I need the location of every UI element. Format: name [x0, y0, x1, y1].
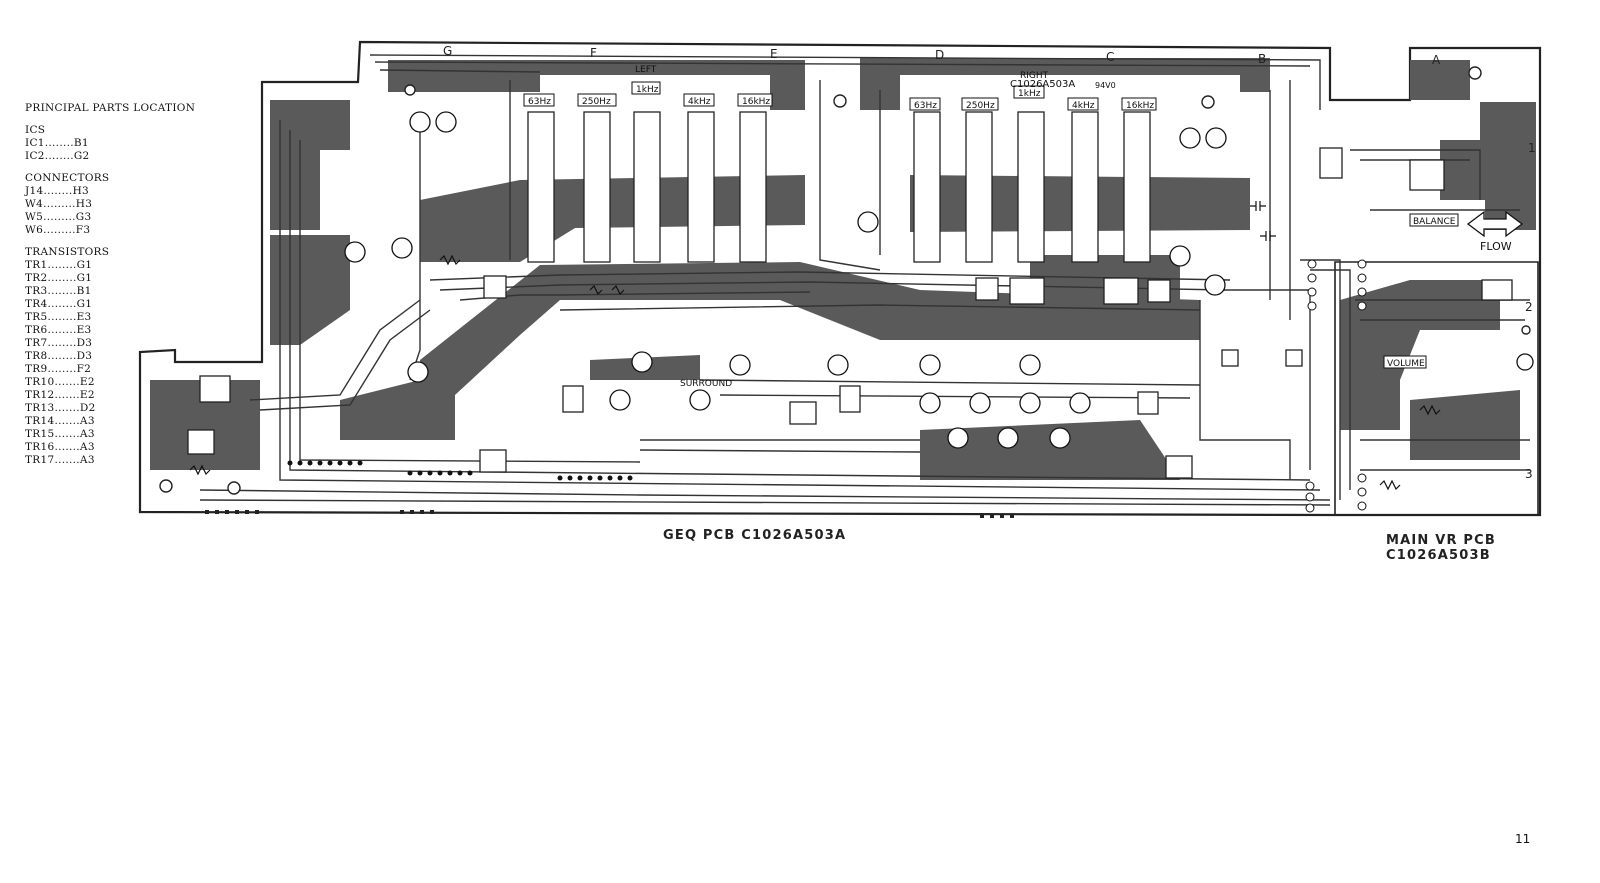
connectors-heading: CONNECTORS	[25, 172, 110, 184]
grid-row-1: 1	[1528, 141, 1536, 155]
connector-pins	[287, 259, 1367, 513]
grid-col-e: E	[770, 47, 778, 61]
flow-label: FLOW	[1480, 240, 1512, 253]
transistor-item: TR6........E3	[25, 324, 92, 336]
connector-item: J14........H3	[25, 185, 90, 197]
mounting-holes	[159, 66, 1531, 495]
parts-location-title: PRINCIPAL PARTS LOCATION	[25, 102, 196, 114]
grid-col-b: B	[1258, 52, 1266, 66]
right-band-250hz: 250Hz	[966, 101, 995, 111]
transistor-item: TR17.......A3	[25, 454, 95, 466]
transistor-item: TR12.......E2	[25, 389, 95, 401]
transistor-item: TR7........D3	[25, 337, 93, 349]
balance-label: BALANCE	[1413, 217, 1456, 227]
transistor-item: TR4........G1	[25, 298, 93, 310]
edge-pads	[205, 510, 1014, 518]
copper-pour	[150, 58, 1536, 480]
grid-col-a: A	[1432, 53, 1441, 67]
transistor-item: TR15.......A3	[25, 428, 95, 440]
geq-pcb-label: GEQ PCB C1026A503A	[663, 528, 847, 543]
grid-row-2: 2	[1525, 300, 1533, 314]
main-vr-pcb-code: C1026A503B	[1386, 548, 1491, 563]
transistor-item: TR3........B1	[25, 285, 92, 297]
board-labels: BALANCE VOLUME SURROUND FLOW	[680, 213, 1512, 389]
right-band-16khz: 16kHz	[1126, 101, 1154, 111]
volume-label: VOLUME	[1387, 359, 1425, 369]
transistor-item: TR8........D3	[25, 350, 93, 362]
grid-col-f: F	[590, 46, 597, 60]
grid-markers: G F E D C B A 1 2 3	[443, 44, 1536, 481]
right-channel-label: RIGHT	[1020, 71, 1049, 81]
square-pads	[187, 147, 1513, 479]
fader-pots	[527, 111, 1151, 263]
right-band-4khz: 4kHz	[1072, 101, 1095, 111]
left-band-1khz: 1kHz	[636, 85, 659, 95]
geq-board-outline	[138, 40, 1542, 517]
parts-location-legend: PRINCIPAL PARTS LOCATION ICS IC1........…	[25, 102, 195, 467]
transistor-item: TR9........F2	[25, 363, 92, 375]
transistor-item: TR1........G1	[25, 259, 93, 271]
ic-item: IC1........B1	[25, 137, 89, 149]
transistor-item: TR14.......A3	[25, 415, 95, 427]
transistor-item: TR10.......E2	[25, 376, 95, 388]
left-band-16khz: 16kHz	[742, 97, 770, 107]
band-labels: 63Hz 250Hz 1kHz 4kHz 16kHz 63Hz 250Hz 1k…	[523, 81, 1157, 111]
grid-col-c: C	[1106, 50, 1114, 64]
right-board-code-suffix: 94V0	[1095, 81, 1116, 90]
left-band-250hz: 250Hz	[582, 97, 611, 107]
main-vr-pcb-label: MAIN VR PCB	[1386, 533, 1497, 548]
right-band-63hz: 63Hz	[914, 101, 937, 111]
ics-heading: ICS	[25, 124, 46, 136]
transistors-heading: TRANSISTORS	[25, 246, 110, 258]
transistor-item: TR13.......D2	[25, 402, 96, 414]
main-vr-board-outline	[1334, 261, 1539, 516]
connector-item: W5.........G3	[25, 211, 92, 223]
left-channel-label: LEFT	[635, 65, 657, 75]
grid-col-g: G	[443, 44, 452, 58]
ic-item: IC2........G2	[25, 150, 90, 162]
flow-arrow-icon	[1466, 210, 1524, 238]
transistor-item: TR16.......A3	[25, 441, 95, 453]
channel-markers: LEFT RIGHT C1026A503A 94V0	[635, 65, 1116, 90]
transistor-item: TR5........E3	[25, 311, 92, 323]
left-band-63hz: 63Hz	[528, 97, 551, 107]
left-band-4khz: 4kHz	[688, 97, 711, 107]
right-band-1khz: 1kHz	[1018, 89, 1041, 99]
surround-label: SURROUND	[680, 379, 732, 389]
connector-item: W4.........H3	[25, 198, 93, 210]
page-number: 11	[1515, 832, 1531, 846]
transistor-item: TR2........G1	[25, 272, 93, 284]
connector-item: W6.........F3	[25, 224, 91, 236]
transistor-footprints	[344, 111, 1534, 449]
right-board-code: C1026A503A	[1010, 79, 1075, 90]
grid-row-3: 3	[1525, 467, 1533, 481]
grid-col-d: D	[935, 48, 944, 62]
small-components	[189, 201, 1441, 491]
